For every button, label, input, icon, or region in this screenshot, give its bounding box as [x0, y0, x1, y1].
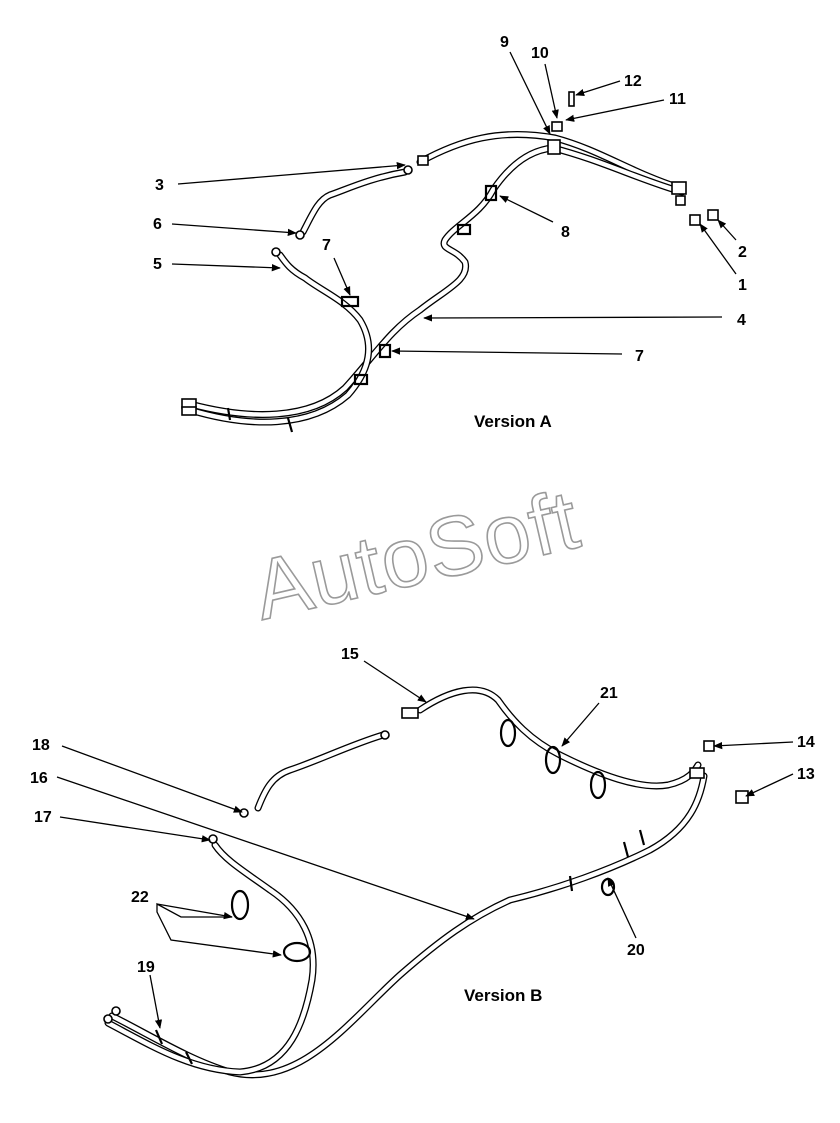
version-a-caption: Version A: [474, 412, 552, 431]
label-a-11: 11: [669, 91, 686, 108]
version-a-hoses: [186, 130, 686, 426]
label-a-12: 12: [624, 73, 642, 90]
label-b-17: 17: [34, 809, 52, 826]
label-a-3: 3: [155, 177, 164, 194]
version-b-labels: 13 14 15 16 17 18 19 20 21 22: [30, 646, 815, 976]
version-a-assembly: 1 2 3 4 5 6 7 7 8 9 10 11 12 Version A: [153, 34, 747, 433]
version-a-leaders: [171, 51, 737, 355]
label-a-5: 5: [153, 256, 162, 273]
label-a-7-lower: 7: [635, 348, 644, 365]
version-b-hoses: [104, 686, 708, 1079]
version-a-labels: 1 2 3 4 5 6 7 7 8 9 10 11 12: [153, 34, 747, 365]
label-a-9: 9: [500, 34, 509, 51]
version-a-fittings: [181, 91, 719, 433]
label-b-15: 15: [341, 646, 359, 663]
label-a-4: 4: [737, 312, 746, 329]
version-b-assembly: 13 14 15 16 17 18 19 20 21 22 Version B: [30, 646, 815, 1079]
label-b-22: 22: [131, 889, 149, 906]
label-a-1: 1: [738, 277, 747, 294]
label-a-7-upper: 7: [322, 237, 331, 254]
label-a-6: 6: [153, 216, 162, 233]
label-b-20: 20: [627, 942, 645, 959]
label-a-10: 10: [531, 45, 549, 62]
version-b-caption: Version B: [464, 986, 542, 1005]
watermark: AutoSoft: [245, 472, 588, 638]
version-b-fittings: [103, 707, 749, 1065]
label-a-8: 8: [561, 224, 570, 241]
label-b-14: 14: [797, 734, 815, 751]
label-b-18: 18: [32, 737, 50, 754]
version-b-leaders: [56, 660, 794, 1029]
label-b-19: 19: [137, 959, 155, 976]
label-b-13: 13: [797, 766, 815, 783]
label-b-16: 16: [30, 770, 48, 787]
label-b-21: 21: [600, 685, 618, 702]
label-a-2: 2: [738, 244, 747, 261]
